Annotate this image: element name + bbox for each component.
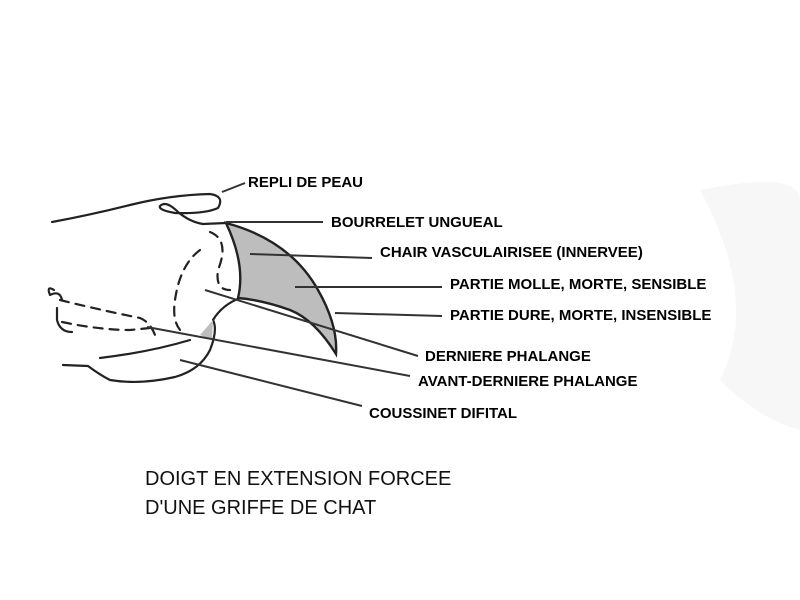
label-chair-vascularisee: CHAIR VASCULAIRISEE (INNERVEE) <box>380 244 643 261</box>
label-repli-de-peau: REPLI DE PEAU <box>248 174 363 191</box>
claw-shape <box>223 221 338 358</box>
middle-phalanx-outline <box>58 298 157 337</box>
label-avant-derniere-phalange: AVANT-DERNIERE PHALANGE <box>418 373 637 390</box>
label-partie-dure: PARTIE DURE, MORTE, INSENSIBLE <box>450 307 711 324</box>
label-derniere-phalange: DERNIERE PHALANGE <box>425 348 591 365</box>
label-coussinet-digital: COUSSINET DIFITAL <box>369 405 517 422</box>
pad-outline <box>61 296 242 383</box>
pad-shade <box>200 320 213 340</box>
pad-inner <box>98 338 192 360</box>
background-shape <box>700 182 800 430</box>
caption-line-2: D'UNE GRIFFE DE CHAT <box>145 497 376 519</box>
leader-lines <box>146 182 443 407</box>
toe-outline <box>47 287 74 334</box>
label-bourrelet-ungueal: BOURRELET UNGUEAL <box>331 214 503 231</box>
label-partie-molle: PARTIE MOLLE, MORTE, SENSIBLE <box>450 276 706 293</box>
caption-line-1: DOIGT EN EXTENSION FORCEE <box>145 468 451 490</box>
last-phalanx-outline <box>173 230 232 332</box>
skin-top-outline <box>50 192 228 226</box>
